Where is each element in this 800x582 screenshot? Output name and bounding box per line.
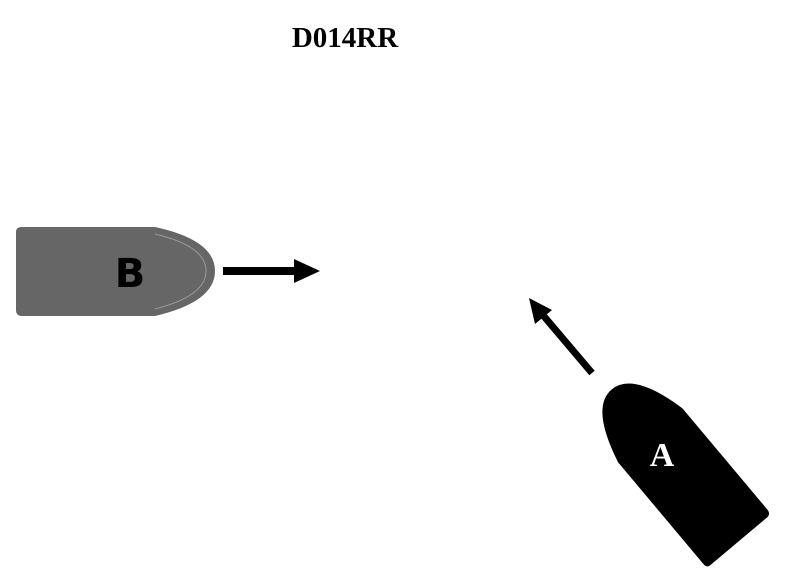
boat-b: B bbox=[16, 227, 215, 316]
boat-b-deck-line bbox=[154, 233, 207, 310]
boat-b-label: B bbox=[115, 251, 146, 297]
boat-b-hull bbox=[16, 227, 215, 316]
diagram-title: D014RR bbox=[291, 22, 399, 54]
boat-a-hull bbox=[602, 383, 770, 567]
boat-a-label: A bbox=[650, 437, 675, 474]
boat-a: A bbox=[602, 383, 770, 567]
boat-b-direction-arrow bbox=[223, 259, 320, 283]
boat-a-direction-arrow bbox=[529, 298, 595, 376]
